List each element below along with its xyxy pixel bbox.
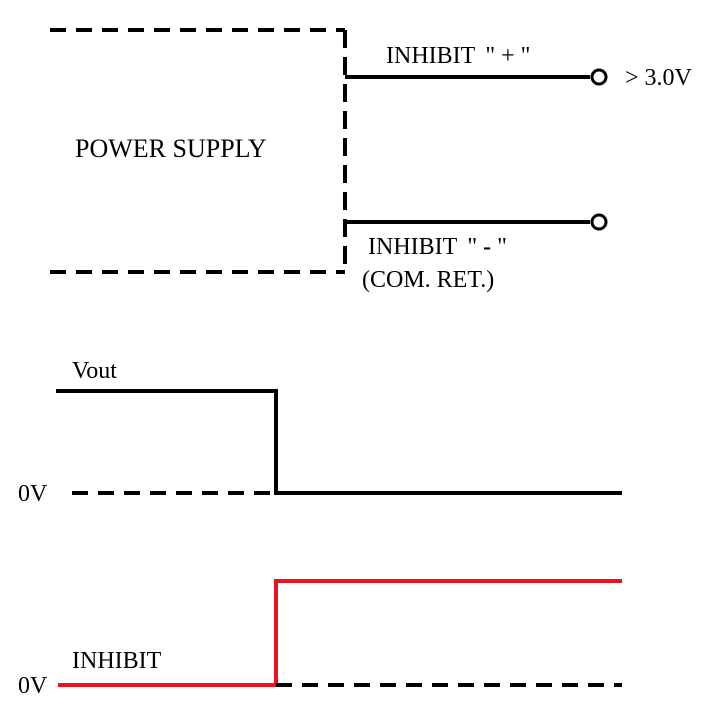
inhibit-minus-label: INHIBIT "-" [368,234,507,260]
com-ret-label: (COM. RET.) [362,267,494,293]
inhibit-plus-label-text: INHIBIT [386,43,476,69]
inhibit-minus-terminal [590,213,608,231]
inhibit-trace [58,579,622,687]
inhibit-minus-sign: - [483,234,491,260]
vout-zero-label: 0V [18,481,48,507]
inhibit-minus-connection [345,213,608,231]
inhibit-plus-label: INHIBIT " + " [386,43,530,69]
inhibit-minus-quote-open: " [467,234,477,260]
inhibit-waveform-label: INHIBIT [72,648,162,674]
inhibit-plus-terminal [590,68,608,86]
inhibit-minus-label-text: INHIBIT [368,234,458,260]
vout-waveform [56,389,622,495]
inhibit-minus-quote-close: " [497,234,507,260]
inhibit-plus-polarity: " + " [485,43,530,69]
threshold-label: > 3.0V [625,65,693,91]
inhibit-zero-label: 0V [18,673,48,699]
inhibit-plus-connection [345,68,608,86]
power-supply-label: POWER SUPPLY [75,134,267,163]
vout-label: Vout [72,358,117,384]
power-supply-block [50,28,347,274]
inhibit-waveform [58,579,622,687]
vout-trace [56,389,622,495]
